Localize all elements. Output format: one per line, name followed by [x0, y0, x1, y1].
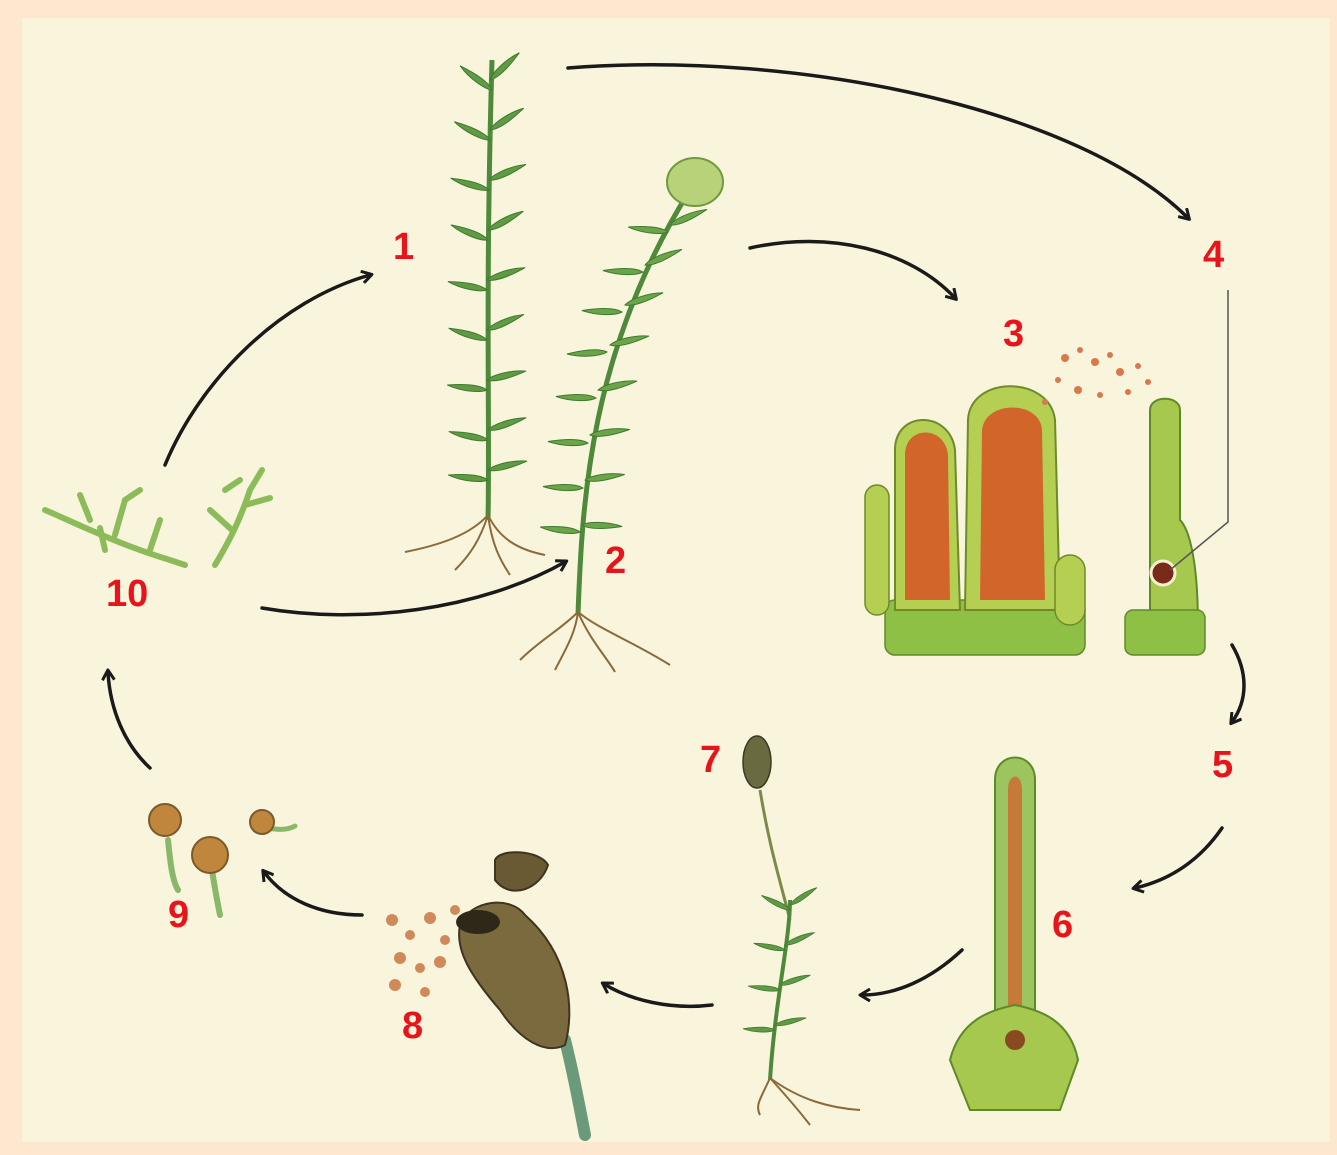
arrow-10-to-2 — [262, 562, 565, 615]
spore-capsule-8 — [386, 852, 585, 1135]
antheridia-3 — [865, 347, 1151, 655]
arrow-2-to-3 — [750, 241, 955, 298]
label-2: 2 — [605, 542, 626, 580]
archegonium-4 — [1125, 290, 1228, 655]
label-9: 9 — [168, 896, 189, 934]
moss-with-sporophyte-7 — [743, 736, 860, 1125]
arrow-10-to-1 — [165, 275, 370, 465]
arrow-8-to-9 — [264, 872, 362, 915]
moss-plant-1 — [405, 51, 545, 575]
label-5: 5 — [1212, 746, 1233, 784]
cycle-arrows — [108, 65, 1244, 1006]
arrow-6-to-7 — [862, 950, 962, 995]
label-10: 10 — [106, 575, 148, 613]
label-3: 3 — [1003, 315, 1024, 353]
label-1: 1 — [393, 228, 414, 266]
arrow-5-to-6 — [1135, 828, 1222, 888]
moss-plant-2 — [520, 158, 723, 672]
arrow-9-to-10 — [108, 672, 150, 768]
arrow-7-to-8 — [604, 984, 712, 1006]
label-7: 7 — [700, 741, 721, 779]
label-6: 6 — [1052, 906, 1073, 944]
label-8: 8 — [402, 1007, 423, 1045]
protonema-10 — [45, 470, 270, 565]
arrow-4-to-5 — [1232, 645, 1244, 722]
arrow-1-to-4 — [568, 65, 1188, 218]
label-4: 4 — [1203, 236, 1224, 274]
